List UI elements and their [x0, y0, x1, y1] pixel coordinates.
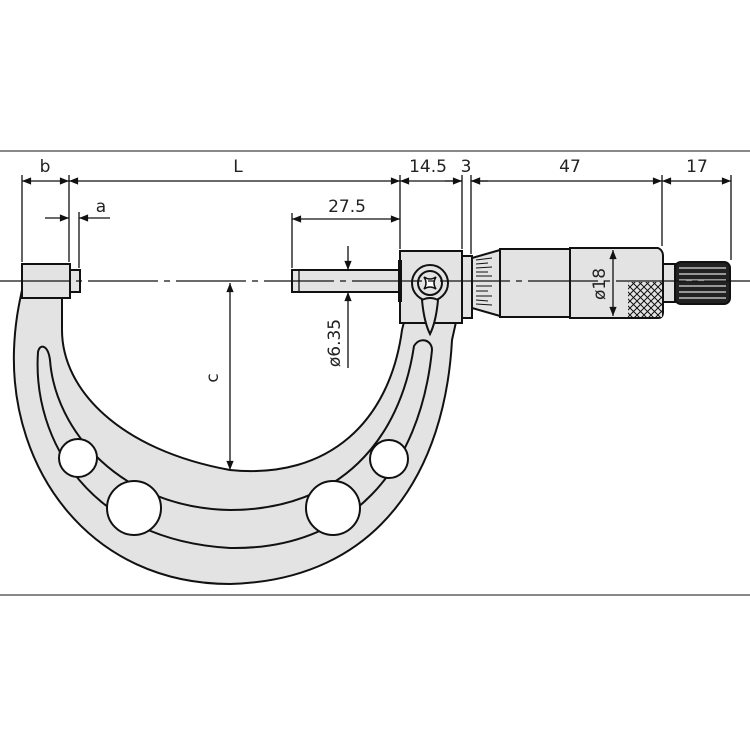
- dim-label-spindle-length: 27.5: [328, 197, 366, 217]
- extension-lines: [21, 175, 732, 268]
- dim-label-thimble-length: 47: [559, 157, 581, 177]
- dim-label-a: a: [96, 197, 106, 217]
- dim-label-gap: 3: [461, 157, 472, 177]
- ratchet-knob: [674, 261, 731, 305]
- frame-hole-small-left: [58, 438, 98, 478]
- dim-label-L: L: [233, 157, 243, 177]
- dimension-lines: [22, 177, 731, 471]
- dim-label-b: b: [40, 157, 51, 177]
- dim-label-thimble-diameter: ø18: [590, 268, 610, 300]
- sleeve-block: [398, 250, 473, 337]
- clamp-lever: [420, 297, 440, 337]
- dim-label-spindle-diameter: ø6.35: [325, 319, 345, 367]
- dim-label-c: c: [203, 373, 223, 382]
- frame-hole-large-right: [305, 480, 361, 536]
- c-frame: [12, 263, 458, 586]
- frame-hole-large-left: [106, 480, 162, 536]
- frame-hole-small-right: [369, 439, 409, 479]
- lock-screw-icon: [423, 276, 437, 290]
- dim-label-ratchet-length: 17: [686, 157, 708, 177]
- dim-label-sleeve-block: 14.5: [409, 157, 447, 177]
